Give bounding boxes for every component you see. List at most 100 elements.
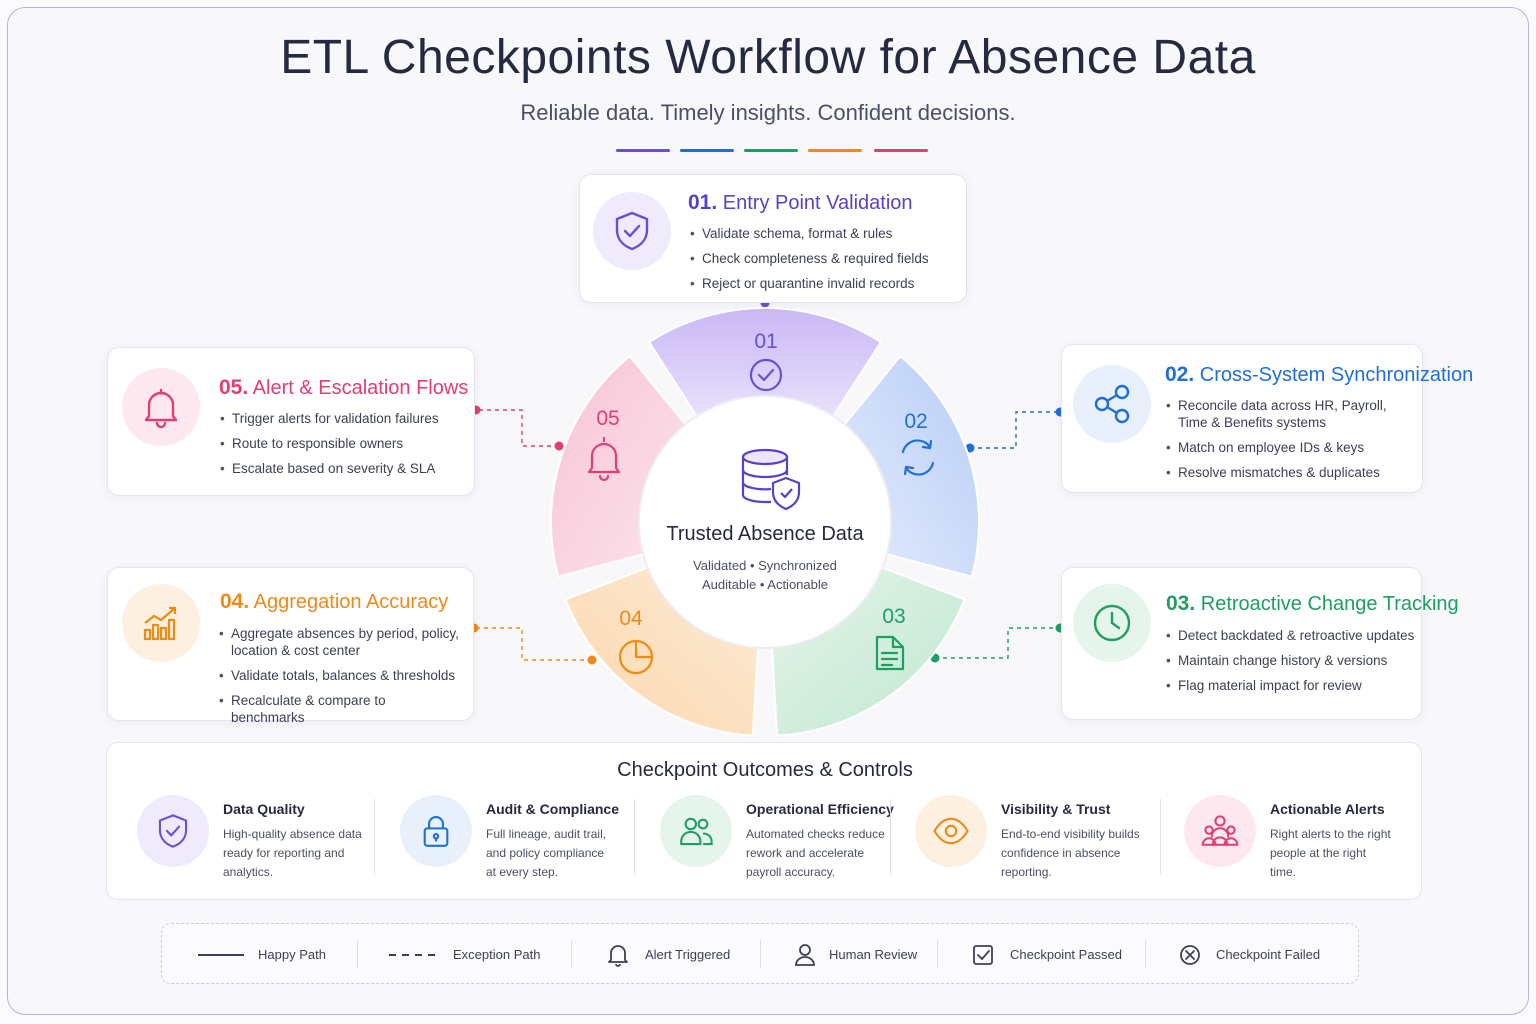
legend: Happy Path Exception Path Alert Triggere…	[161, 923, 1359, 984]
outcome-operational-efficiency: Operational Efficiency Automated checks …	[660, 793, 900, 889]
segment-label-01: 01	[754, 330, 778, 353]
bell-icon	[144, 388, 178, 429]
solid-line-icon	[198, 953, 244, 956]
checkbox-icon	[973, 944, 993, 965]
outcome-data-quality: Data Quality High-quality absence data r…	[137, 793, 377, 889]
outcome-badge	[660, 795, 732, 867]
segment-label-03: 03	[882, 605, 906, 628]
eye-icon	[933, 817, 969, 845]
legend-happy-path: Happy Path	[198, 924, 326, 985]
list-item: Flag material impact for review	[1166, 677, 1416, 694]
segment-label-05: 05	[596, 407, 620, 430]
accent-rule-orange	[808, 149, 862, 152]
step-card-02: 02. Cross-System Synchronization Reconci…	[1061, 344, 1473, 493]
list-item: Recalculate & compare to benchmarks	[219, 692, 459, 726]
connector-dot-04a	[587, 655, 597, 665]
accent-rule-blue	[680, 149, 734, 152]
outcome-text: Full lineage, audit trail, and policy co…	[486, 827, 607, 879]
outcome-divider	[890, 799, 891, 875]
legend-divider	[760, 940, 761, 968]
list-item: Validate totals, balances & thresholds	[219, 667, 459, 684]
list-item: Escalate based on severity & SLA	[220, 460, 460, 477]
outcome-divider	[374, 799, 375, 875]
page-title: ETL Checkpoints Workflow for Absence Dat…	[280, 31, 1256, 84]
segment-label-02: 02	[904, 410, 928, 433]
outcome-audit-compliance: Audit & Compliance Full lineage, audit t…	[400, 793, 640, 889]
legend-divider	[357, 940, 358, 968]
accent-rule-purple	[616, 149, 670, 152]
outcome-visibility-trust: Visibility & Trust End-to-end visibility…	[915, 793, 1155, 889]
step-01-title: 01. Entry Point Validation	[688, 191, 913, 214]
list-item: Trigger alerts for validation failures	[220, 410, 460, 427]
bell-icon	[587, 436, 621, 482]
pie-chart-icon	[618, 639, 654, 675]
dashed-line-icon	[389, 953, 441, 956]
legend-human-review: Human Review	[794, 924, 917, 985]
outcome-actionable-alerts: Actionable Alerts Right alerts to the ri…	[1184, 793, 1414, 889]
outcome-title: Audit & Compliance	[486, 801, 620, 817]
legend-label: Human Review	[829, 947, 918, 962]
step-01-badge	[593, 192, 671, 270]
outcome-text: High-quality absence data ready for repo…	[223, 827, 362, 879]
accent-rule-pink	[874, 149, 928, 152]
center-line-2: Auditable • Actionable	[702, 577, 828, 592]
list-item: Detect backdated & retroactive updates	[1166, 627, 1416, 644]
legend-divider	[571, 940, 572, 968]
step-02-bullets: Reconcile data across HR, Payroll, Time …	[1166, 397, 1406, 489]
ring-center-disc	[638, 395, 892, 649]
person-icon	[795, 943, 815, 966]
step-03-title: 03. Retroactive Change Tracking	[1166, 592, 1459, 615]
bell-icon	[608, 944, 628, 967]
list-item: Validate schema, format & rules	[690, 225, 960, 242]
step-01-bullets: Validate schema, format & rules Check co…	[690, 225, 960, 300]
connector-dot-02a	[965, 443, 975, 453]
list-item: Check completeness & required fields	[690, 250, 960, 267]
outcome-badge	[915, 795, 987, 867]
accent-rule-green	[744, 149, 798, 152]
clock-icon	[1093, 604, 1131, 642]
outcome-text: End-to-end visibility builds confidence …	[1001, 827, 1140, 879]
outcome-title: Operational Efficiency	[746, 801, 894, 817]
outcomes-panel: Checkpoint Outcomes & Controls Data Qual…	[106, 742, 1422, 900]
outcome-badge	[1184, 795, 1256, 867]
outcome-text: Automated checks reduce rework and accel…	[746, 827, 885, 879]
segment-label-04: 04	[619, 607, 643, 630]
legend-label: Exception Path	[453, 947, 541, 962]
users-icon	[680, 817, 713, 846]
step-04-badge	[122, 584, 200, 662]
step-card-05: 05. Alert & Escalation Flows Trigger ale…	[107, 347, 475, 496]
shield-check-icon	[158, 814, 188, 848]
shield-check-icon	[615, 211, 649, 251]
step-05-badge	[122, 368, 200, 446]
legend-label: Alert Triggered	[645, 947, 731, 962]
legend-checkpoint-failed: Checkpoint Failed	[1179, 924, 1320, 985]
lock-icon	[423, 816, 449, 847]
connector-04	[474, 627, 592, 661]
connector-02	[970, 411, 1060, 449]
step-02-badge	[1073, 365, 1151, 443]
step-card-03: 03. Retroactive Change Tracking Detect b…	[1061, 567, 1459, 720]
list-item: Aggregate absences by period, policy, lo…	[219, 625, 459, 659]
outcomes-title: Checkpoint Outcomes & Controls	[617, 759, 913, 781]
legend-exception-path: Exception Path	[389, 924, 540, 985]
people-group-icon	[1201, 815, 1239, 846]
outcome-title: Visibility & Trust	[1001, 801, 1111, 817]
step-05-title: 05. Alert & Escalation Flows	[219, 376, 469, 399]
outcome-text: Right alerts to the right people at the …	[1270, 827, 1391, 879]
list-item: Maintain change history & versions	[1166, 652, 1416, 669]
step-04-bullets: Aggregate absences by period, policy, lo…	[219, 625, 459, 734]
bar-chart-trend-icon	[143, 606, 177, 641]
legend-alert-triggered: Alert Triggered	[607, 924, 730, 985]
list-item: Reconcile data across HR, Payroll, Time …	[1166, 397, 1406, 431]
outcome-badge	[400, 795, 472, 867]
step-04-title: 04. Aggregation Accuracy	[220, 590, 449, 613]
legend-label: Happy Path	[258, 947, 326, 962]
step-03-bullets: Detect backdated & retroactive updates M…	[1166, 627, 1416, 702]
legend-divider	[937, 940, 938, 968]
outcome-badge	[137, 795, 209, 867]
step-card-04: 04. Aggregation Accuracy Aggregate absen…	[107, 567, 474, 725]
outcome-divider	[1160, 799, 1161, 875]
legend-label: Checkpoint Passed	[1010, 947, 1123, 962]
list-item: Resolve mismatches & duplicates	[1166, 464, 1406, 481]
